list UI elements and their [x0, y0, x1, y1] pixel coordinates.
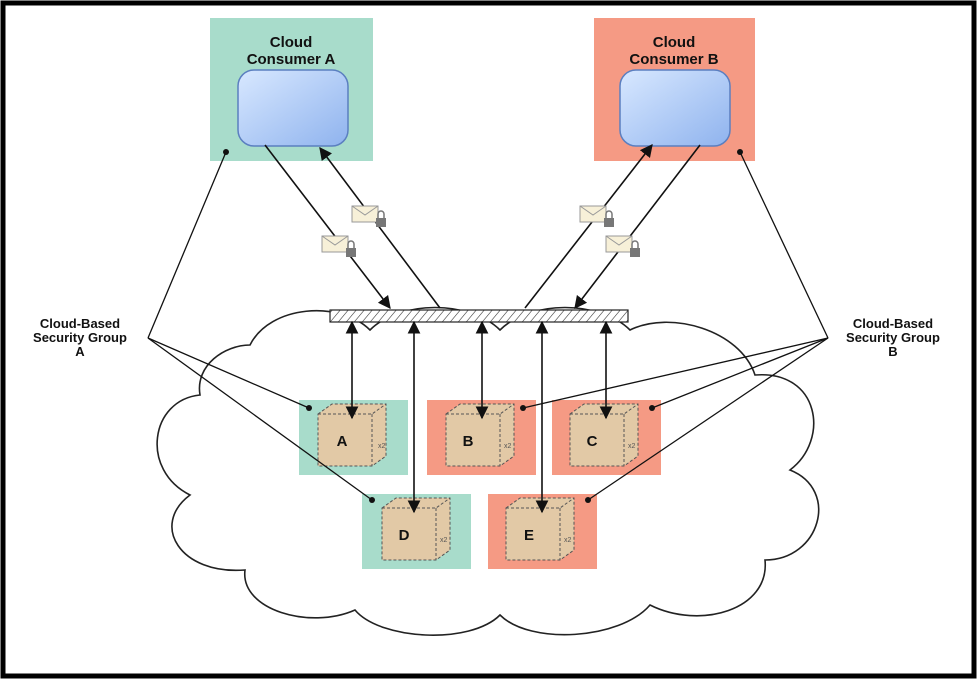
- vm-c-badge: x2: [628, 443, 636, 450]
- consumer-a-title-line1: Cloud: [270, 34, 313, 51]
- consumer-a-title-line2: Consumer A: [247, 51, 336, 68]
- envelope-lock-icon: [321, 235, 356, 257]
- group-a-line2: Security Group: [33, 330, 127, 345]
- cloud-consumer-a: Cloud Consumer A: [210, 18, 373, 161]
- envelope-lock-icon: [351, 205, 386, 227]
- security-bar: [329, 309, 629, 323]
- vm-e: E x2: [488, 494, 597, 569]
- vm-b-badge: x2: [504, 443, 512, 450]
- vm-c-label: C: [587, 433, 598, 450]
- security-group-a-label: Cloud-Based Security Group A: [33, 316, 127, 359]
- envelope-lock-icon: [579, 205, 614, 227]
- cloud-consumer-b: Cloud Consumer B: [594, 18, 755, 161]
- consumer-b-title-line2: Consumer B: [629, 51, 718, 68]
- envelope-lock-icon: [605, 235, 640, 257]
- vm-a-badge: x2: [378, 443, 386, 450]
- vm-e-badge: x2: [564, 537, 572, 544]
- group-b-line2: Security Group: [846, 330, 940, 345]
- vm-e-label: E: [524, 527, 534, 544]
- group-a-connectors: [147, 151, 373, 501]
- vm-d-label: D: [399, 527, 410, 544]
- vm-d-badge: x2: [440, 537, 448, 544]
- group-a-line3: A: [75, 344, 85, 359]
- consumer-arrows: [264, 143, 701, 310]
- group-b-line3: B: [888, 344, 897, 359]
- group-a-line1: Cloud-Based: [40, 316, 120, 331]
- vm-a: A x2: [299, 400, 408, 475]
- vm-a-label: A: [337, 433, 348, 450]
- monitor-icon: [237, 69, 349, 147]
- consumer-b-title-line1: Cloud: [653, 34, 696, 51]
- monitor-icon: [619, 69, 731, 147]
- vm-d: D x2: [362, 494, 471, 569]
- security-group-b-label: Cloud-Based Security Group B: [846, 316, 940, 359]
- group-b-line1: Cloud-Based: [853, 316, 933, 331]
- vm-b-label: B: [463, 433, 474, 450]
- group-b-connectors: [522, 151, 829, 501]
- vm-arrows: [345, 320, 613, 514]
